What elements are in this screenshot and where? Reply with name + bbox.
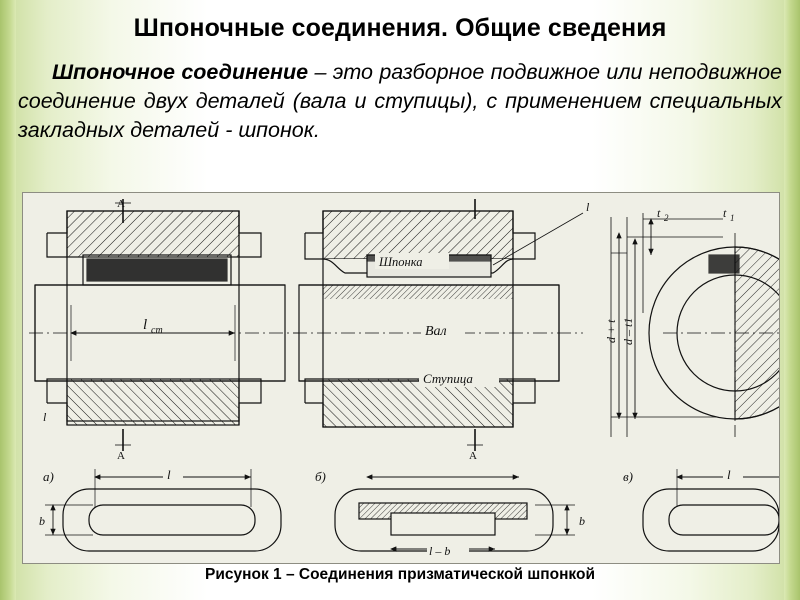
variant-label-a: а) <box>43 469 54 484</box>
svg-text:1: 1 <box>730 213 735 223</box>
section-label-a-top: А <box>117 198 125 210</box>
section-label-a-bottom: А <box>117 450 125 462</box>
lead-term: Шпоночное соединение <box>52 60 309 84</box>
label-stupitsa: Ступица <box>423 371 473 386</box>
dimension-b-b: b <box>579 514 585 528</box>
svg-text:2: 2 <box>664 213 669 223</box>
label-val: Вал <box>425 324 447 339</box>
variant-label-b: б) <box>315 469 326 484</box>
variant-label-v: в) <box>623 469 633 484</box>
dimension-t2: t <box>657 206 661 220</box>
svg-text:ст: ст <box>151 325 163 336</box>
page-title: Шпоночные соединения. Общие сведения <box>133 14 667 42</box>
dimension-l-st: l <box>143 317 147 333</box>
dimension-l-a: l <box>167 467 171 482</box>
left-border-decoration <box>0 0 16 600</box>
dimension-d-minus-t1: d – t1 <box>621 318 635 345</box>
body-paragraph: Шпоночное соединение – это разборное под… <box>18 58 782 145</box>
svg-text:l: l <box>43 410 47 424</box>
dimension-l-v: l <box>727 467 731 482</box>
dimension-b-a: b <box>39 514 45 528</box>
svg-text:l: l <box>586 200 590 214</box>
svg-text:А: А <box>469 450 477 462</box>
dimension-t1: t <box>723 206 727 220</box>
figure-image: А А l ст l <box>22 192 780 564</box>
figure-caption: Рисунок 1 – Соединения призматической шп… <box>205 566 595 583</box>
dimension-d-plus-t: d + t <box>604 319 618 343</box>
label-shponka: Шпонка <box>378 255 423 269</box>
dimension-l-minus-b: l – b <box>429 544 450 558</box>
body-text-rest: – это разборное подвижное или неподвижно… <box>18 60 782 142</box>
right-border-decoration <box>784 0 800 600</box>
